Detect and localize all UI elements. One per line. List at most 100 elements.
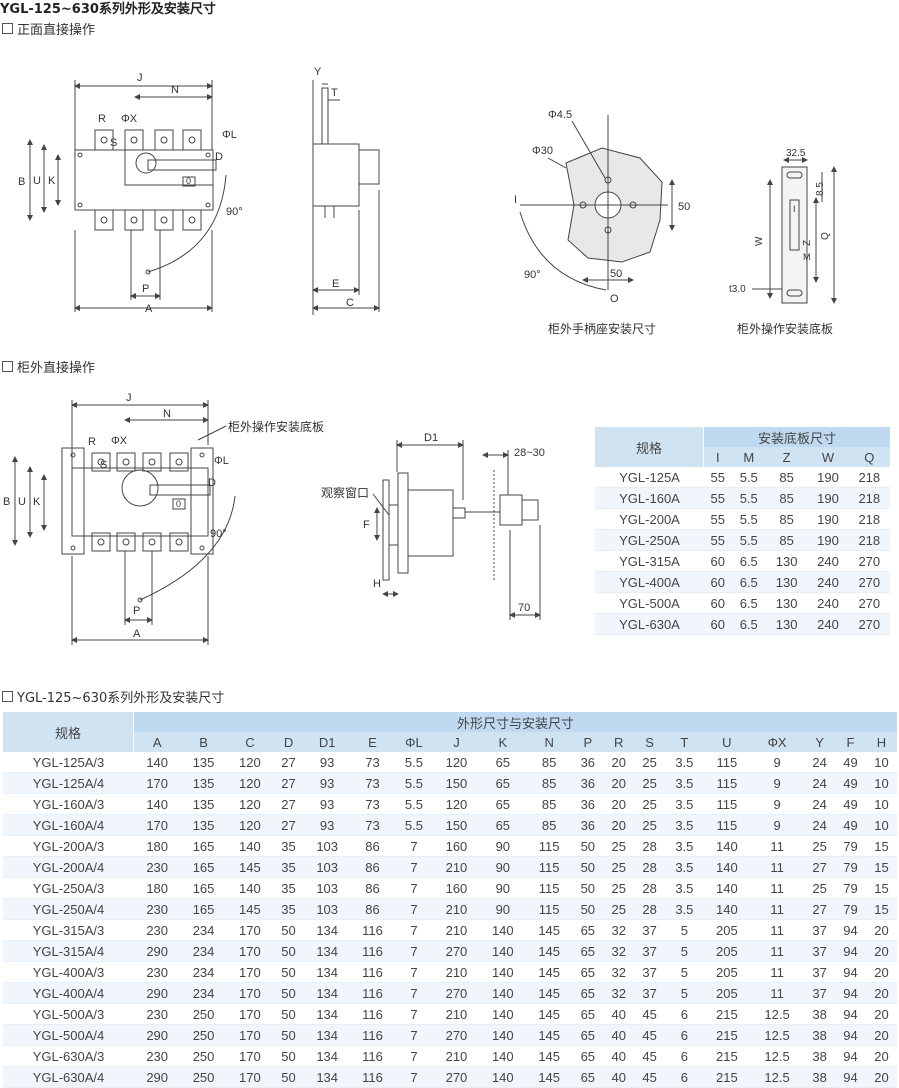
- dims-table-value-cell: 20: [603, 815, 635, 836]
- dims-table-value-cell: 20: [865, 1025, 897, 1046]
- mount-table-value-cell: 270: [848, 614, 890, 635]
- dims-table-value-cell: 5.5: [394, 752, 434, 773]
- page-title: YGL-125~630系列外形及安装尺寸: [0, 2, 216, 17]
- label-B: B: [18, 176, 25, 188]
- label-H: H: [373, 578, 381, 590]
- label-D4: D: [208, 477, 216, 489]
- label-S4: S: [100, 459, 107, 471]
- dims-table-value-cell: 215: [703, 1025, 751, 1046]
- mount-table-value-cell: 240: [807, 572, 849, 593]
- dims-table-value-cell: 115: [703, 773, 751, 794]
- dims-table-value-cell: 116: [350, 962, 395, 983]
- dims-table-value-cell: 65: [572, 941, 604, 962]
- dims-table-value-cell: 50: [273, 941, 304, 962]
- mount-table-value-cell: 5.5: [731, 509, 766, 530]
- mount-table-model-cell: YGL-125A: [595, 467, 704, 488]
- dims-table-value-cell: 134: [303, 941, 351, 962]
- dims-table-value-cell: 116: [350, 1046, 395, 1067]
- dims-table-value-cell: 38: [804, 1046, 836, 1067]
- mount-table-value-cell: 6.5: [731, 593, 766, 614]
- dims-table-value-cell: 50: [572, 899, 604, 920]
- dims-table-value-cell: 86: [350, 899, 395, 920]
- dims-table-value-cell: 205: [703, 983, 751, 1004]
- label-D: D: [215, 151, 223, 163]
- dims-table-value-cell: 20: [865, 962, 897, 983]
- dims-table-model-cell: YGL-315A/3: [3, 920, 134, 941]
- dims-table-value-cell: 20: [865, 1067, 897, 1088]
- dims-table-value-cell: 94: [835, 1004, 866, 1025]
- dims-table-value-cell: 38: [804, 1025, 836, 1046]
- dims-table-value-cell: 170: [226, 962, 274, 983]
- dims-table-value-cell: 12.5: [750, 1067, 805, 1088]
- dims-table-value-cell: 145: [226, 857, 274, 878]
- dims-table-value-cell: 115: [703, 815, 751, 836]
- dims-table-value-cell: 290: [134, 941, 181, 962]
- dims-table-value-cell: 93: [303, 794, 351, 815]
- dims-table-value-cell: 79: [835, 836, 866, 857]
- dims-table-value-cell: 230: [134, 1004, 181, 1025]
- technical-drawings: J N R S ΦX ΦL D B U K P A 90° 0 Y T E C …: [3, 66, 837, 645]
- dims-table-value-cell: 12.5: [750, 1025, 805, 1046]
- mount-table-value-cell: 130: [765, 572, 808, 593]
- dims-table-value-cell: 11: [750, 899, 805, 920]
- dims-table-value-cell: 65: [479, 815, 526, 836]
- dims-table-value-cell: 134: [303, 1046, 351, 1067]
- dims-table-value-cell: 7: [394, 1004, 434, 1025]
- dims-table-value-cell: 250: [180, 1046, 227, 1067]
- dims-table-model-cell: YGL-630A/4: [3, 1067, 134, 1088]
- label-C: C: [346, 297, 354, 309]
- label-I3: I: [793, 204, 796, 214]
- dims-table-value-cell: 3.5: [665, 857, 704, 878]
- dims-table-value-cell: 25: [603, 857, 635, 878]
- dims-table-value-cell: 140: [134, 752, 181, 773]
- dims-table-value-cell: 94: [835, 1067, 866, 1088]
- dims-table-value-cell: 150: [433, 815, 480, 836]
- dims-table-value-cell: 215: [703, 1046, 751, 1067]
- dims-table-value-cell: 170: [134, 815, 181, 836]
- mount-table-value-cell: 55: [704, 488, 732, 509]
- dims-table-value-cell: 32: [603, 983, 635, 1004]
- dims-table-value-cell: 25: [634, 794, 666, 815]
- mount-table-header-group: 安装底板尺寸: [704, 427, 890, 447]
- dims-table-value-cell: 85: [525, 773, 573, 794]
- dims-table-value-cell: 27: [273, 794, 304, 815]
- dims-table-value-cell: 250: [180, 1067, 227, 1088]
- label-d30: Φ30: [532, 145, 553, 157]
- mount-table-column-header: I: [704, 447, 732, 467]
- label-angle4: 90°: [210, 528, 227, 540]
- mount-table-value-cell: 190: [807, 467, 849, 488]
- dims-table-value-cell: 5.5: [394, 773, 434, 794]
- label-J: J: [137, 72, 143, 84]
- dims-table-value-cell: 140: [479, 941, 526, 962]
- mount-table-value-cell: 60: [704, 551, 732, 572]
- mount-table-value-cell: 218: [848, 488, 890, 509]
- label-v70: 70: [518, 602, 530, 614]
- dims-table-value-cell: 3.5: [665, 899, 704, 920]
- label-zero4: 0: [176, 499, 181, 509]
- dims-table-value-cell: 20: [865, 941, 897, 962]
- dims-table-value-cell: 65: [479, 794, 526, 815]
- label-d45: Φ4.5: [548, 109, 572, 121]
- dims-table-value-cell: 5: [665, 920, 704, 941]
- dims-table-value-cell: 135: [180, 752, 227, 773]
- dims-table-value-cell: 12.5: [750, 1004, 805, 1025]
- dims-table-value-cell: 27: [804, 857, 836, 878]
- mount-table-value-cell: 85: [765, 530, 808, 551]
- dims-table-value-cell: 230: [134, 962, 181, 983]
- label-angle2: 90°: [524, 269, 541, 281]
- dims-table-value-cell: 90: [479, 857, 526, 878]
- dims-table-value-cell: 37: [804, 962, 836, 983]
- dims-table-column-header: U: [703, 732, 751, 752]
- label-J4: J: [126, 392, 132, 404]
- label-N: N: [171, 84, 179, 96]
- dims-table-value-cell: 11: [750, 983, 805, 1004]
- dims-table-value-cell: 20: [865, 1004, 897, 1025]
